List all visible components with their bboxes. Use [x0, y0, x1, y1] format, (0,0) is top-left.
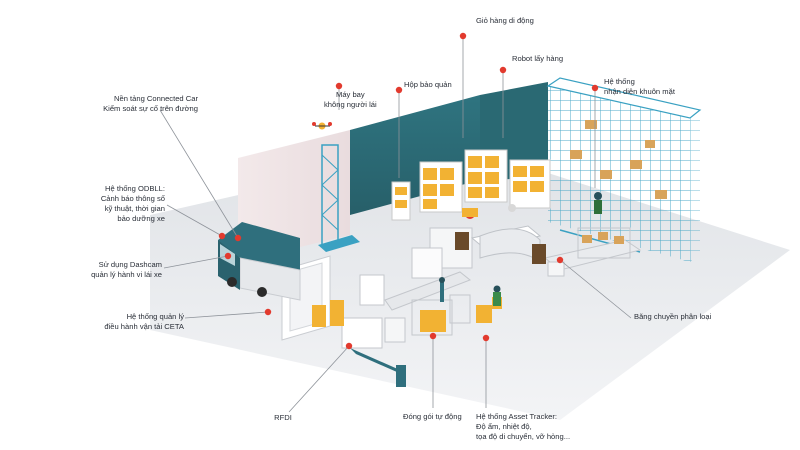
- label-line: Cảnh báo thông số: [100, 194, 165, 203]
- label-line: Hộp bảo quản: [404, 80, 452, 89]
- marker-face-recognition: [591, 84, 599, 92]
- label-line: Giỏ hàng di động: [476, 16, 534, 25]
- drone-tower: [312, 122, 360, 252]
- label-line: Hệ thống: [604, 77, 635, 86]
- label-line: Nền tảng Connected Car: [113, 94, 198, 103]
- marker-sorting-conveyor: [556, 256, 564, 264]
- leader-lines: [159, 36, 632, 413]
- label-line: Băng chuyền phân loại: [634, 312, 712, 321]
- label-line: Độ ẩm, nhiệt độ,: [476, 422, 532, 431]
- label-line: không người lái: [324, 100, 377, 109]
- marker-odbll: [218, 232, 226, 240]
- label-line: Hệ thống Asset Tracker:: [476, 412, 558, 421]
- label-rfid: RFDI: [271, 413, 295, 423]
- marker-robot: [499, 66, 507, 74]
- label-line: Sử dụng Dashcam: [98, 260, 162, 269]
- label-line: quản lý hành vi lái xe: [91, 270, 162, 279]
- sorting-conveyor: [532, 227, 642, 277]
- label-asset-tracker: Hệ thống Asset Tracker:Độ ẩm, nhiệt độ,t…: [476, 412, 570, 442]
- marker-connected-car: [234, 234, 242, 242]
- markers: [218, 32, 599, 350]
- label-line: Máy bay: [336, 90, 365, 99]
- label-line: RFDI: [274, 413, 292, 422]
- label-line: Kiểm soát sự cố trên đường: [103, 104, 198, 113]
- label-mobile-cart: Giỏ hàng di động: [476, 16, 534, 26]
- marker-auto-pack: [429, 332, 437, 340]
- label-sorting-conveyor: Băng chuyền phân loại: [634, 312, 711, 322]
- label-line: Hệ thống quản lý: [126, 312, 184, 321]
- marker-rfid: [345, 342, 353, 350]
- drone-icon: [312, 122, 332, 130]
- label-line: kỹ thuật, thời gian: [104, 204, 165, 213]
- label-line: nhận diện khuôn mặt: [604, 87, 675, 96]
- label-line: Hệ thống ODBLL:: [105, 184, 165, 193]
- storage-rack-system: [546, 77, 702, 262]
- label-storage-box: Hộp bảo quản: [404, 80, 452, 90]
- marker-drone: [335, 82, 343, 90]
- label-robot: Robot lấy hàng: [512, 54, 563, 64]
- marker-asset-tracker: [482, 334, 490, 342]
- label-line: điều hành vận tải CETA: [104, 322, 184, 331]
- marker-storage-box: [395, 86, 403, 94]
- marker-ceta: [264, 308, 272, 316]
- marker-mobile-cart: [459, 32, 467, 40]
- label-line: Robot lấy hàng: [512, 54, 564, 63]
- label-line: tọa độ di chuyển, vỡ hỏng...: [476, 432, 571, 441]
- label-line: bảo dưỡng xe: [117, 214, 165, 223]
- label-auto-pack: Đóng gói tự động: [403, 412, 462, 422]
- marker-dashcam: [224, 252, 232, 260]
- yellow-shelves: [391, 149, 551, 221]
- label-line: Đóng gói tự động: [403, 412, 462, 421]
